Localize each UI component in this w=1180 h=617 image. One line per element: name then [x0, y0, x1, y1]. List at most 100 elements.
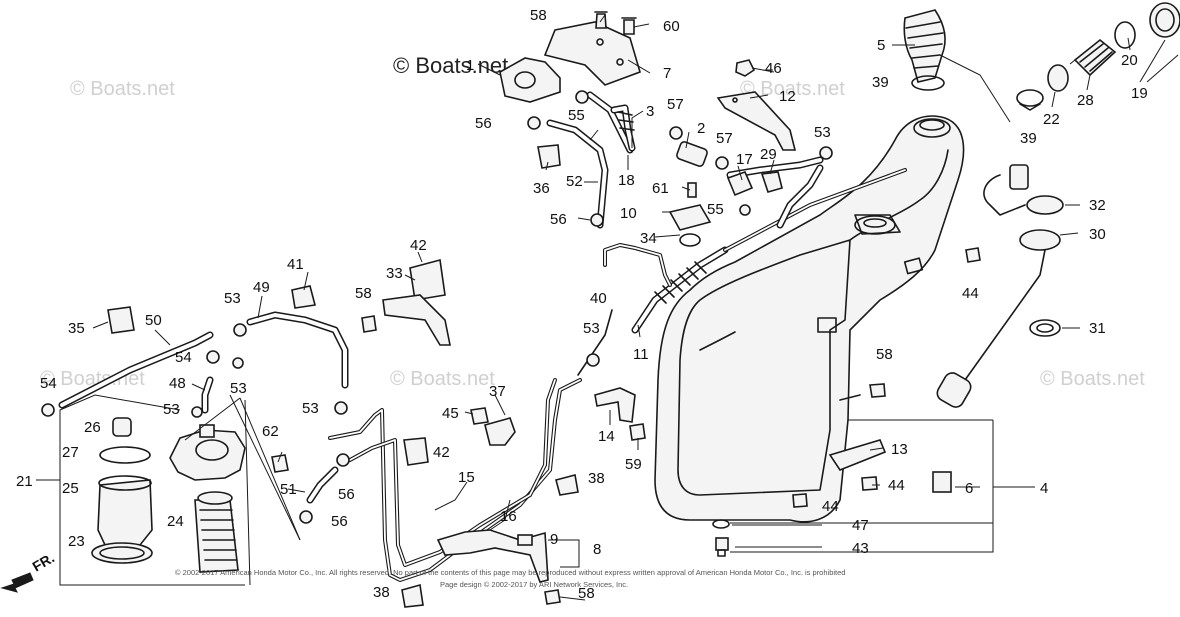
bracket-13	[828, 439, 952, 493]
callout-53a: 53	[814, 124, 831, 141]
callout-22: 22	[1043, 111, 1060, 128]
callout-32: 32	[1089, 197, 1106, 214]
callout-56a: 56	[475, 115, 492, 132]
watermark-6: © Boats.net	[1040, 368, 1145, 390]
callout-26: 26	[84, 419, 101, 436]
callout-23: 23	[68, 533, 85, 550]
callout-53c: 53	[230, 380, 247, 397]
callout-34: 34	[640, 230, 657, 247]
callout-24: 24	[167, 513, 184, 530]
callout-49: 49	[253, 279, 270, 296]
pipe-40	[603, 243, 672, 287]
callout-38a: 38	[588, 470, 605, 487]
callout-40: 40	[590, 290, 607, 307]
callout-44c: 44	[822, 498, 839, 515]
callout-58b: 58	[355, 285, 372, 302]
callout-11: 11	[633, 346, 649, 363]
fuel-tank	[654, 115, 965, 523]
callout-numbers: 1 2 3 4 5 6 7 8 9 10 11 12 13 14 15 16 1…	[16, 7, 1148, 602]
drain-bolt	[712, 519, 730, 557]
callout-14: 14	[598, 428, 615, 445]
watermarks: © Boats.net © Boats.net © Boats.net © Bo…	[40, 78, 1145, 390]
callout-17: 17	[736, 151, 753, 168]
copyright-text: © Boats.net	[393, 53, 508, 78]
callout-47: 47	[852, 517, 869, 534]
callout-38b: 38	[373, 584, 390, 601]
vent-hose-11	[631, 168, 907, 334]
filler-cap-assembly	[1047, 2, 1180, 92]
callout-50: 50	[145, 312, 162, 329]
callout-53b: 53	[224, 290, 241, 307]
callout-13: 13	[891, 441, 908, 458]
callout-39a: 39	[872, 74, 889, 91]
callout-53e: 53	[302, 400, 319, 417]
callout-12: 12	[779, 88, 796, 105]
bracket-12	[716, 91, 797, 151]
callout-56d: 56	[331, 513, 348, 530]
callout-54b: 54	[40, 375, 57, 392]
callout-25: 25	[62, 480, 79, 497]
callout-54a: 54	[175, 349, 192, 366]
callout-10: 10	[620, 205, 637, 222]
callout-21: 21	[16, 473, 33, 490]
callout-6: 6	[965, 480, 973, 497]
small-clips	[107, 144, 561, 466]
inline-filter	[668, 141, 783, 247]
callout-19: 19	[1131, 85, 1148, 102]
bracket-14	[484, 387, 636, 446]
callout-42a: 42	[410, 237, 427, 254]
callout-53d: 53	[163, 401, 180, 418]
callout-3: 3	[646, 103, 654, 120]
callout-9: 9	[550, 531, 558, 548]
callout-45: 45	[442, 405, 459, 422]
callout-36: 36	[533, 180, 550, 197]
callout-18: 18	[618, 172, 635, 189]
callout-4: 4	[1040, 480, 1048, 497]
group-21-frame	[40, 394, 301, 586]
callout-59: 59	[625, 456, 642, 473]
callout-41: 41	[287, 256, 304, 273]
callout-60: 60	[663, 18, 680, 35]
callout-7: 7	[663, 65, 671, 82]
callout-30: 30	[1089, 226, 1106, 243]
callout-2: 2	[697, 120, 705, 137]
watermark-2: © Boats.net	[740, 78, 845, 100]
callout-35: 35	[68, 320, 85, 337]
callout-20: 20	[1121, 52, 1138, 69]
callout-42b: 42	[433, 444, 450, 461]
front-arrow: FR.	[0, 549, 58, 593]
callout-55a: 55	[568, 107, 585, 124]
callout-16: 16	[500, 508, 517, 525]
callout-56b: 56	[550, 211, 567, 228]
footer-line-2: Page design © 2002-2017 by ARI Network S…	[440, 580, 628, 589]
callout-44b: 44	[888, 477, 905, 494]
callout-52: 52	[566, 173, 583, 190]
callout-44a: 44	[962, 285, 979, 302]
filler-neck-hose	[903, 9, 946, 83]
callout-58a: 58	[530, 7, 547, 24]
callout-58d: 58	[578, 585, 595, 602]
bracket-8	[436, 529, 549, 583]
callout-43: 43	[852, 540, 869, 557]
hoses-left	[58, 311, 349, 504]
callout-57b: 57	[716, 130, 733, 147]
callout-57a: 57	[667, 96, 684, 113]
callout-33: 33	[386, 265, 403, 282]
front-label: FR.	[30, 549, 58, 574]
callout-62: 62	[262, 423, 279, 440]
callout-46: 46	[765, 60, 782, 77]
callout-29: 29	[760, 146, 777, 163]
footer-line-1: © 2002-2017 American Honda Motor Co., In…	[175, 568, 845, 577]
callout-1: 1	[466, 57, 474, 74]
callout-37: 37	[489, 383, 506, 400]
callout-27: 27	[62, 444, 79, 461]
callout-5: 5	[877, 37, 885, 54]
watermark-1: © Boats.net	[70, 78, 175, 100]
callout-58c: 58	[876, 346, 893, 363]
footer: © 2002-2017 American Honda Motor Co., In…	[175, 568, 845, 589]
fasteners	[41, 59, 981, 608]
callout-53f: 53	[583, 320, 600, 337]
callout-48: 48	[169, 375, 186, 392]
callout-8: 8	[593, 541, 601, 558]
